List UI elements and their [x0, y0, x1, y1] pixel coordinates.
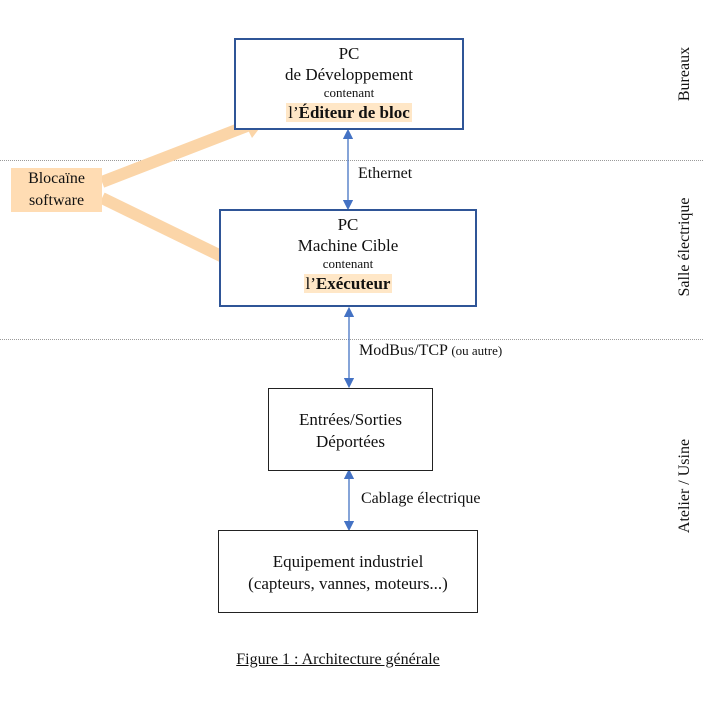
remote-io-line1: Entrées/Sorties	[299, 410, 402, 429]
blocaine-line2: software	[28, 192, 85, 209]
remote-io-box: Entrées/Sorties Déportées	[268, 388, 433, 471]
blocaine-line1: Blocaïne	[28, 170, 85, 187]
dev-pc-subtitle: de Développement	[285, 65, 413, 84]
target-pc-component: l’Exécuteur	[221, 272, 475, 296]
dev-pc-prefix: l’	[288, 103, 299, 122]
remote-io-line2: Déportées	[316, 432, 385, 451]
equipment-line2: (capteurs, vannes, moteurs...)	[248, 574, 448, 593]
modbus-protocol: ModBus/TCP	[359, 342, 448, 359]
industrial-equipment-box: Equipement industriel (capteurs, vannes,…	[218, 530, 478, 613]
ethernet-label: Ethernet	[358, 165, 413, 182]
target-pc-box: PC Machine Cible contenant l’Exécuteur	[219, 209, 477, 307]
dev-pc-box: PC de Développement contenant l’Éditeur …	[234, 38, 464, 130]
target-pc-title: PC	[337, 215, 359, 234]
modbus-label: ModBus/TCP (ou autre)	[359, 342, 502, 360]
dev-pc-title: PC	[338, 44, 360, 63]
target-pc-subtitle: Machine Cible	[297, 236, 399, 255]
target-pc-contains: contenant	[322, 256, 374, 271]
dev-pc-component: l’Éditeur de bloc	[236, 101, 462, 125]
target-pc-executor-name: Exécuteur	[315, 274, 391, 293]
dev-pc-contains: contenant	[323, 85, 375, 100]
blocaine-software-label: Blocaïne software	[11, 168, 102, 212]
modbus-note: (ou autre)	[451, 343, 503, 358]
target-pc-prefix: l’	[305, 274, 316, 293]
wiring-label: Cablage électrique	[361, 490, 481, 507]
dev-pc-editor-name: Éditeur de bloc	[298, 103, 410, 122]
figure-caption: Figure 1 : Architecture générale	[236, 651, 440, 668]
equipment-line1: Equipement industriel	[272, 552, 424, 571]
